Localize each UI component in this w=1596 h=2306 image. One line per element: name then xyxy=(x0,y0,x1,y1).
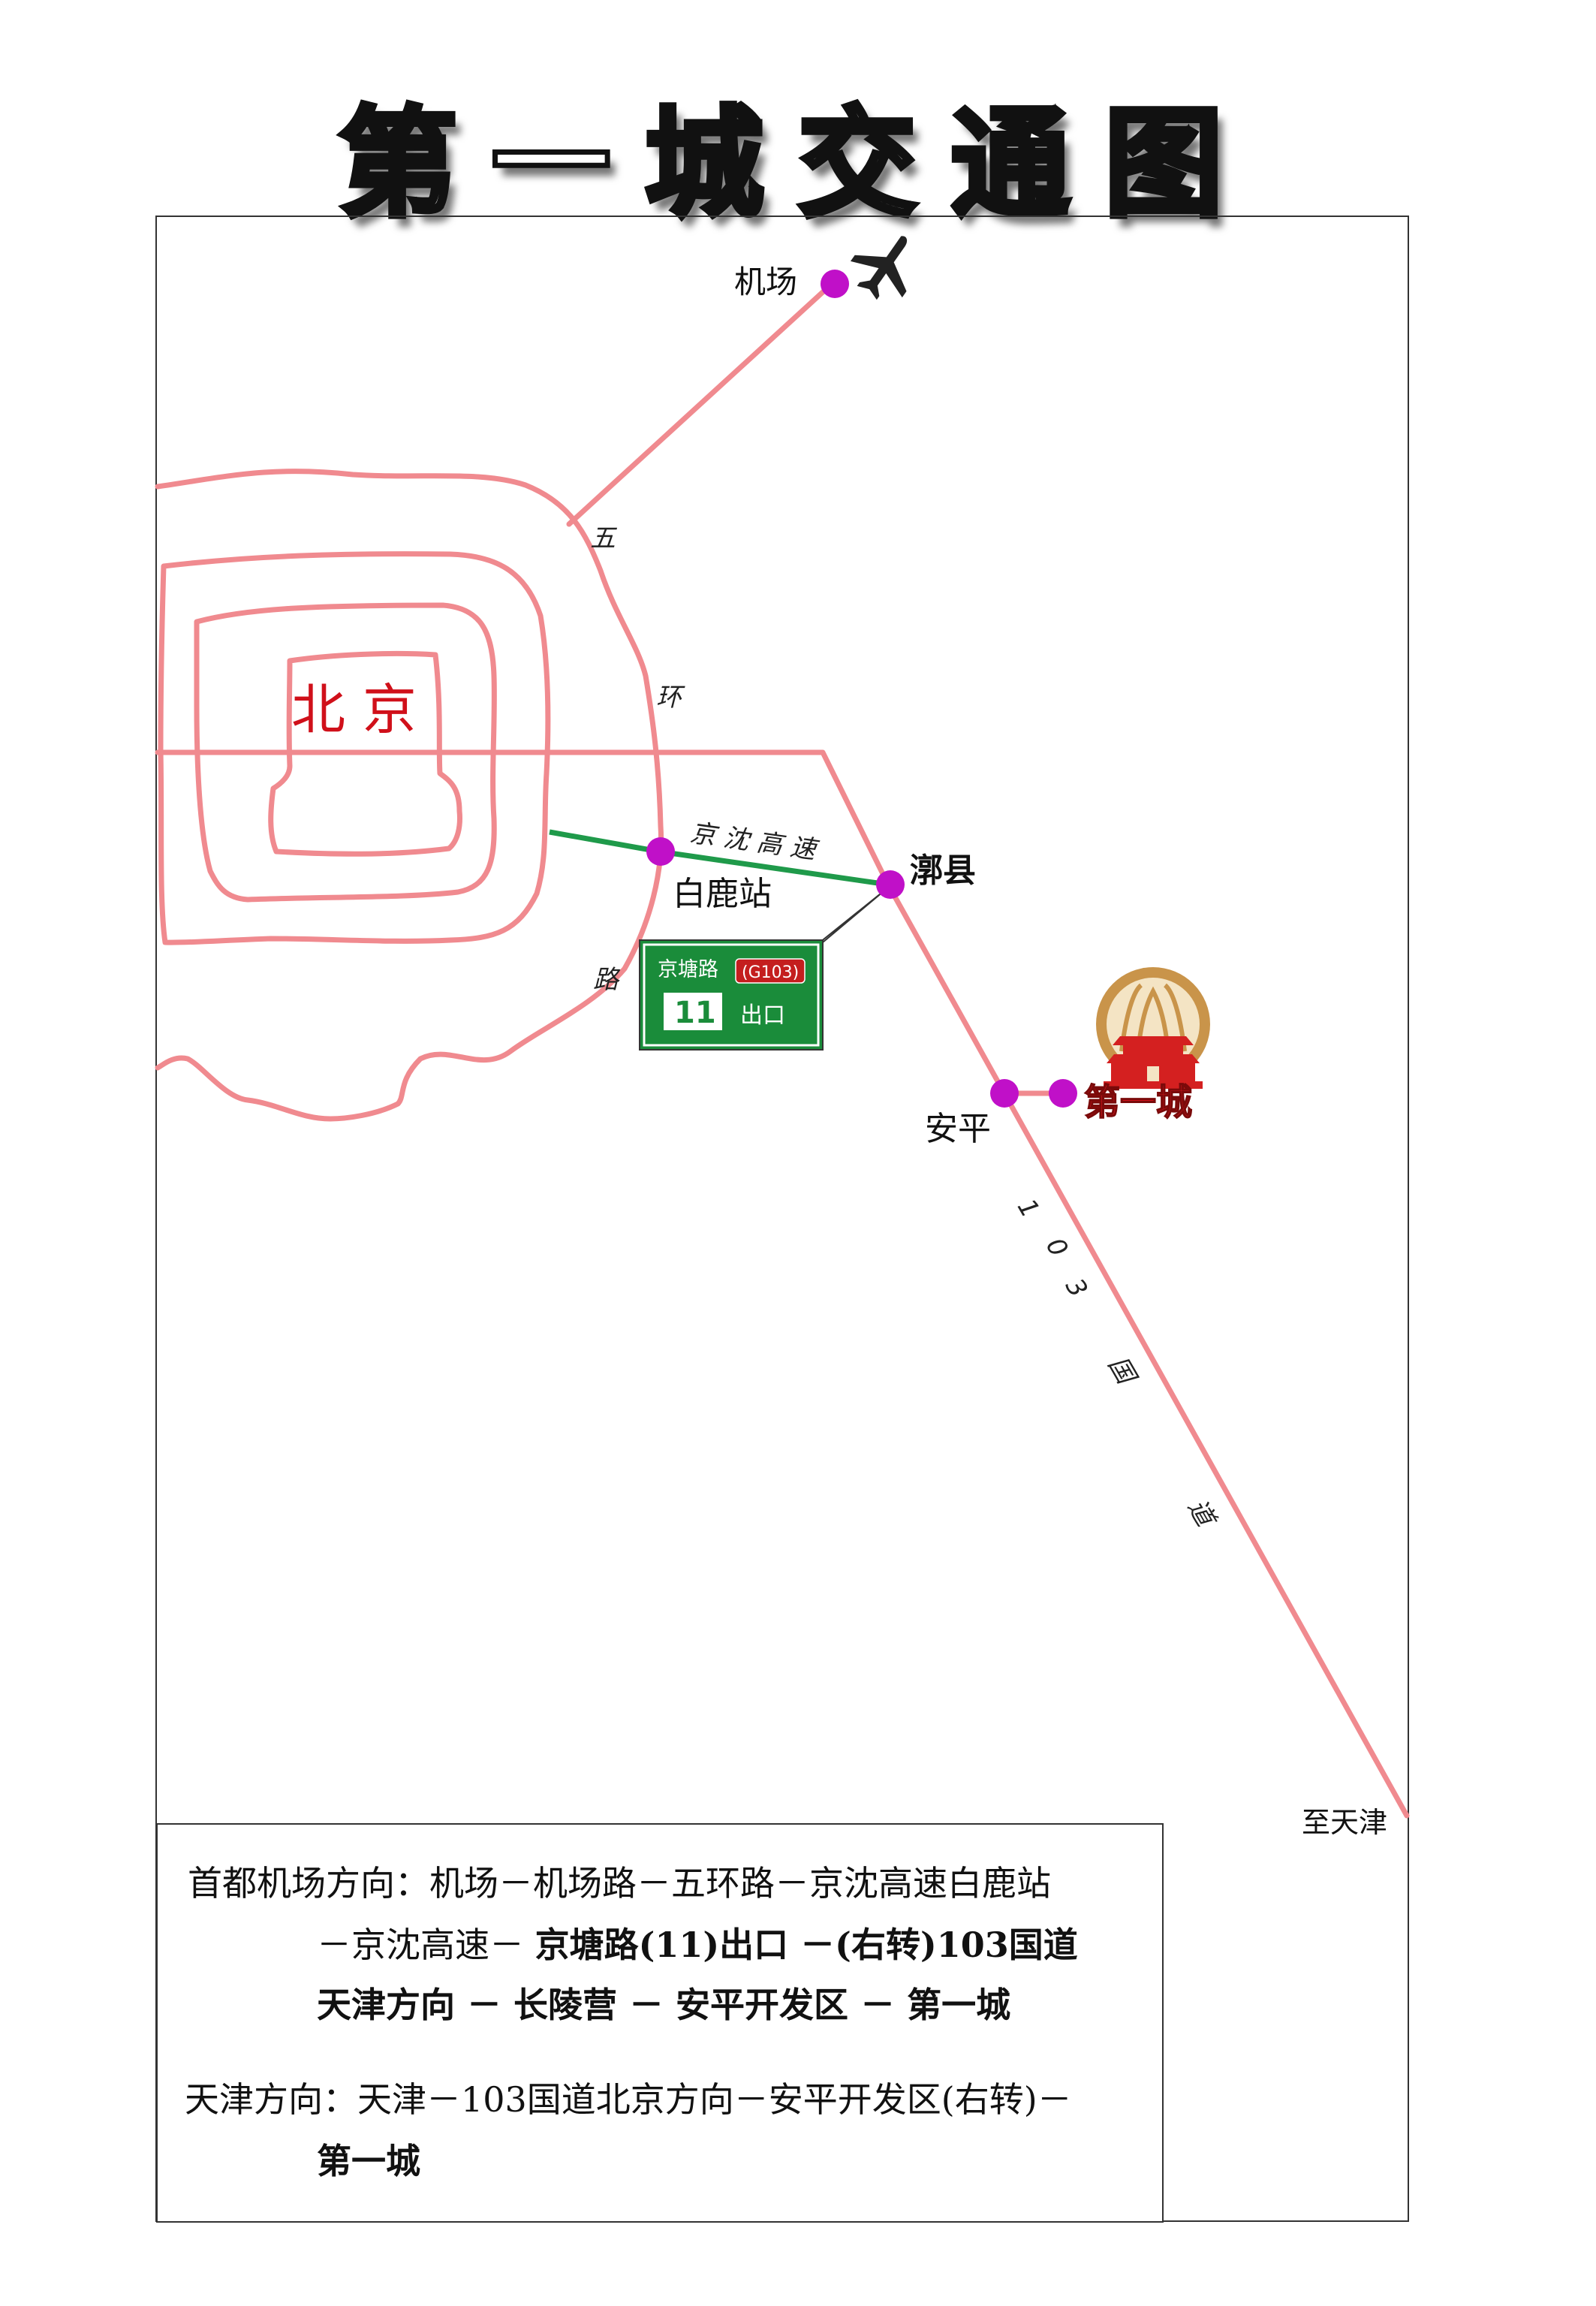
exit-sign-number: 11 xyxy=(674,996,716,1030)
route-tianjin-line2: 第一城 xyxy=(317,2141,420,2181)
node-anping xyxy=(990,1079,1019,1108)
route-airport-line2b: 京塘路(11)出口 －(右转)103国道 xyxy=(535,1925,1078,1965)
pagoda-logo-icon xyxy=(1096,967,1210,1089)
label-yixian: 漷县 xyxy=(910,852,976,890)
route-tianjin-line1: 天津方向：天津－103国道北京方向－安平开发区(右转)－ xyxy=(185,2079,1072,2120)
airplane-icon xyxy=(850,236,908,300)
ring-road-3 xyxy=(194,602,497,903)
ring-road-4 xyxy=(158,551,551,945)
airport-road xyxy=(566,281,835,527)
national-road-103 xyxy=(885,882,1410,1819)
label-103-char3: 3 xyxy=(1059,1274,1093,1303)
roads xyxy=(155,281,1410,1819)
exit-sign-road: 京塘路 xyxy=(658,958,718,981)
route-description-box: 首都机场方向：机场－机场路－五环路－京沈高速白鹿站 －京沈高速－ 京塘路(11)… xyxy=(156,1823,1164,2223)
ring-road-5 xyxy=(155,469,664,1122)
label-103-char2: 0 xyxy=(1040,1233,1074,1262)
label-bailuzhan: 白鹿站 xyxy=(673,875,772,913)
label-ring5-char3: 路 xyxy=(593,965,621,995)
node-yixian xyxy=(876,870,905,899)
label-ring5-char1: 五 xyxy=(590,523,618,553)
route-airport-line1: 首都机场方向：机场－机场路－五环路－京沈高速白鹿站 xyxy=(188,1863,1051,1904)
route-airport-line3: 天津方向 － 长陵营 － 安平开发区 － 第一城 xyxy=(317,1985,1011,2025)
node-airport xyxy=(821,270,849,298)
page-title: 第一城交通图 xyxy=(336,92,1257,237)
node-bailuzhan xyxy=(646,837,675,866)
label-ring5-char2: 环 xyxy=(656,683,685,713)
exit-sign: 京塘路 (G103) 11 出口 xyxy=(639,939,824,1051)
ring-road-2 xyxy=(268,650,462,857)
route-airport-line2a: －京沈高速－ xyxy=(317,1925,535,1965)
node-destination xyxy=(1049,1079,1077,1108)
label-anping: 安平 xyxy=(925,1110,991,1148)
label-airport: 机场 xyxy=(734,264,797,300)
destination-name: 第一城 xyxy=(1084,1081,1192,1123)
exit-sign-code: (G103) xyxy=(742,963,799,982)
main-east-road xyxy=(155,749,891,888)
label-tianjin: 至天津 xyxy=(1302,1806,1387,1839)
label-beijing: 北 京 xyxy=(291,678,417,741)
label-103-char5: 道 xyxy=(1182,1494,1222,1535)
label-103-char4: 国 xyxy=(1102,1352,1143,1391)
label-103-char1: 1 xyxy=(1011,1194,1045,1223)
nodes xyxy=(646,270,1077,1108)
exit-sign-text: 出口 xyxy=(740,1002,785,1029)
route-airport-line2: －京沈高速－ 京塘路(11)出口 －(右转)103国道 xyxy=(317,1918,1078,1967)
